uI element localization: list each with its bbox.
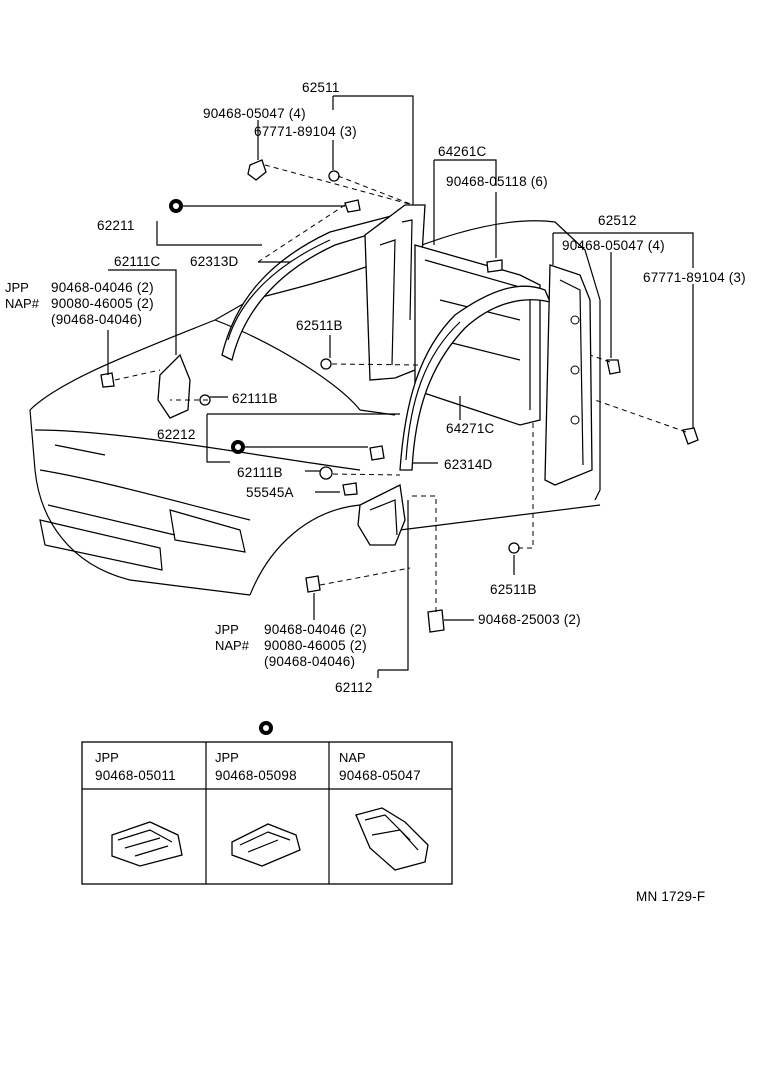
- leader-lines: [107, 95, 694, 678]
- cowl-side-trim-62112[interactable]: [357, 484, 406, 546]
- label-55545A: 55545A: [246, 485, 294, 500]
- label-62111C: 62111C: [114, 254, 161, 269]
- label-jpp-top: JPP: [5, 280, 29, 295]
- label-62511B-bottom: 62511B: [490, 582, 537, 597]
- label-90468-05047-right: 90468-05047 (4): [562, 238, 665, 253]
- label-90080-46005-bottom: 90080-46005 (2): [264, 638, 367, 653]
- label-jpp-bottom: JPP: [215, 622, 239, 637]
- label-90468-05118: 90468-05118 (6): [446, 174, 548, 189]
- label-67771-89104-right: 67771-89104 (3): [643, 270, 746, 285]
- label-62211: 62211: [97, 218, 135, 233]
- label-62111B-b: 62111B: [237, 465, 283, 480]
- table-col2-region: JPP: [215, 750, 239, 765]
- label-62111B-a: 62111B: [232, 391, 278, 406]
- label-90468-04046-paren-top: (90468-04046): [51, 312, 142, 327]
- label-90468-05047-top: 90468-05047 (4): [203, 106, 306, 121]
- label-90468-04046-top: 90468-04046 (2): [51, 280, 154, 295]
- label-62313D: 62313D: [190, 254, 239, 269]
- clip-symbol-markers: [169, 199, 273, 735]
- label-nap-bottom: NAP#: [215, 638, 250, 653]
- label-90080-46005-top: 90080-46005 (2): [51, 296, 154, 311]
- rear-pillar-garnish-62314D[interactable]: [399, 285, 552, 471]
- clip-reference-table: JPP 90468-05011 JPP 90468-05098 NAP 9046…: [81, 741, 453, 885]
- label-64271C: 64271C: [446, 421, 495, 436]
- back-panel-trim-64261C[interactable]: [414, 244, 541, 426]
- label-90468-25003: 90468-25003 (2): [478, 612, 581, 627]
- label-62314D: 62314D: [444, 457, 493, 472]
- label-62212: 62212: [157, 427, 196, 442]
- clip-drawing-jpp-05098: [231, 823, 301, 867]
- part-labels: 62511 90468-05047 (4) 67771-89104 (3) 64…: [5, 80, 746, 695]
- rear-side-trim-62512[interactable]: [544, 264, 593, 486]
- label-nap-top: NAP#: [5, 296, 40, 311]
- label-62511B-top: 62511B: [296, 318, 343, 333]
- table-col1-region: JPP: [95, 750, 119, 765]
- label-62512: 62512: [598, 213, 637, 228]
- table-col1-part: 90468-05011: [95, 768, 176, 783]
- label-67771-89104-top: 67771-89104 (3): [254, 124, 357, 139]
- clip-drawing-jpp-05011: [111, 821, 183, 867]
- table-col2-part: 90468-05098: [215, 768, 297, 783]
- clip-drawing-nap-05047: [355, 807, 429, 871]
- diagram-code: MN 1729-F: [636, 889, 705, 904]
- table-col3-region: NAP: [339, 750, 366, 765]
- label-90468-04046-bottom: 90468-04046 (2): [264, 622, 367, 637]
- dashed-leader-lines: [114, 164, 687, 612]
- table-col3-part: 90468-05047: [339, 768, 421, 783]
- label-62511: 62511: [302, 80, 340, 95]
- label-62112: 62112: [335, 680, 373, 695]
- label-64261C: 64261C: [438, 144, 487, 159]
- label-90468-04046-paren-bottom: (90468-04046): [264, 654, 355, 669]
- cowl-side-trim-62111C[interactable]: [157, 353, 191, 419]
